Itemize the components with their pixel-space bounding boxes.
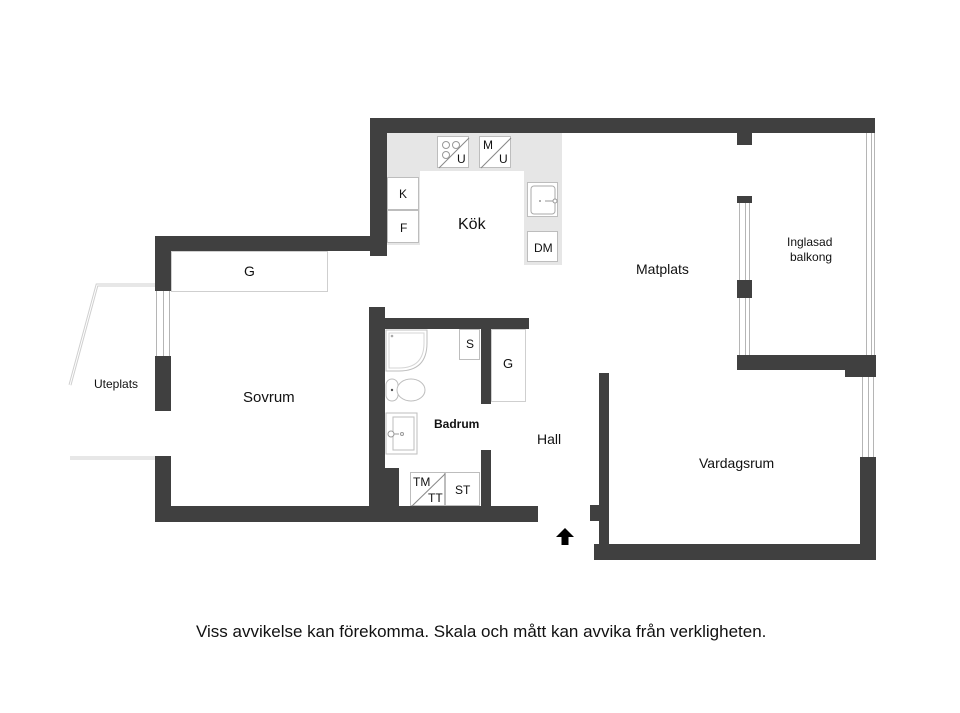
freezer: F xyxy=(387,210,419,243)
entrance-arrow-icon xyxy=(556,528,574,545)
shower xyxy=(385,329,428,372)
window-vardagsrum xyxy=(862,377,874,457)
bathroom-cabinet: S xyxy=(459,329,480,360)
room-label-uteplats: Uteplats xyxy=(94,377,139,391)
microwave-label: M xyxy=(483,138,493,152)
wall-sovrum-left-lower xyxy=(155,456,171,522)
room-label-badrum: Badrum xyxy=(434,417,480,431)
toilet xyxy=(385,378,426,402)
wall-sovrum-left-upper xyxy=(155,236,171,291)
stove-label: U xyxy=(457,152,466,166)
wall-bath-corner xyxy=(369,468,399,522)
washer-dryer: TM TT xyxy=(410,472,446,507)
bathroom-cabinet-label: S xyxy=(466,337,475,351)
room-label-kok: Kök xyxy=(458,216,486,233)
wall-balcony-corner xyxy=(845,355,876,377)
drying-cabinet: ST xyxy=(445,472,480,506)
wardrobe-sovrum-label: G xyxy=(244,263,255,279)
wall-vardag-right xyxy=(860,457,876,560)
wall-sovrum-top xyxy=(155,236,387,251)
bathroom-sink xyxy=(385,412,418,455)
stove: U xyxy=(437,136,470,169)
room-label-sovrum: Sovrum xyxy=(243,389,295,406)
kitchen-sink xyxy=(527,182,558,217)
room-label-hall: Hall xyxy=(537,431,562,447)
washer-label: TM xyxy=(413,475,431,489)
wall-bath-right-lower xyxy=(481,450,491,522)
room-label-inglasad-balkong-1: Inglasad xyxy=(787,235,833,249)
fridge: K xyxy=(387,177,419,210)
window-balcony-outer xyxy=(866,133,875,355)
window-balcony-lower xyxy=(739,298,750,355)
drying-cabinet-label: ST xyxy=(455,483,471,497)
wall-balcony-bottom xyxy=(737,355,876,370)
wall-sovrum-left-mid xyxy=(155,356,171,411)
wardrobe-sovrum xyxy=(171,251,328,292)
room-label-inglasad-balkong-2: balkong xyxy=(790,250,833,264)
wall-bottom-right xyxy=(594,544,876,560)
dishwasher: DM xyxy=(527,231,558,262)
wall-balcony-pier-top xyxy=(737,118,752,145)
dishwasher-label: DM xyxy=(534,241,553,255)
wall-bath-right-upper xyxy=(481,318,491,404)
dryer-label: TT xyxy=(428,491,443,505)
wardrobe-hall xyxy=(491,329,526,402)
disclaimer-text: Viss avvikelse kan förekomma. Skala och … xyxy=(196,622,767,641)
wall-bath-top xyxy=(369,318,529,329)
room-label-matplats: Matplats xyxy=(636,261,689,277)
wall-balcony-pier-a xyxy=(737,196,752,203)
wardrobe-hall-label: G xyxy=(503,356,514,371)
fridge-label: K xyxy=(399,187,408,201)
window-balcony-upper xyxy=(739,203,750,280)
oven-label: U xyxy=(499,152,508,166)
room-label-vardagsrum: Vardagsrum xyxy=(699,455,775,471)
freezer-label: F xyxy=(400,221,408,235)
wall-balcony-pier-b xyxy=(737,280,752,298)
microwave-oven: M U xyxy=(479,136,512,169)
wall-door-jamb xyxy=(590,505,609,521)
wall-bottom-left xyxy=(155,506,538,522)
window-sovrum xyxy=(156,291,170,356)
wall-kitchen-left xyxy=(370,118,387,256)
wall-vardag-left xyxy=(599,373,609,559)
